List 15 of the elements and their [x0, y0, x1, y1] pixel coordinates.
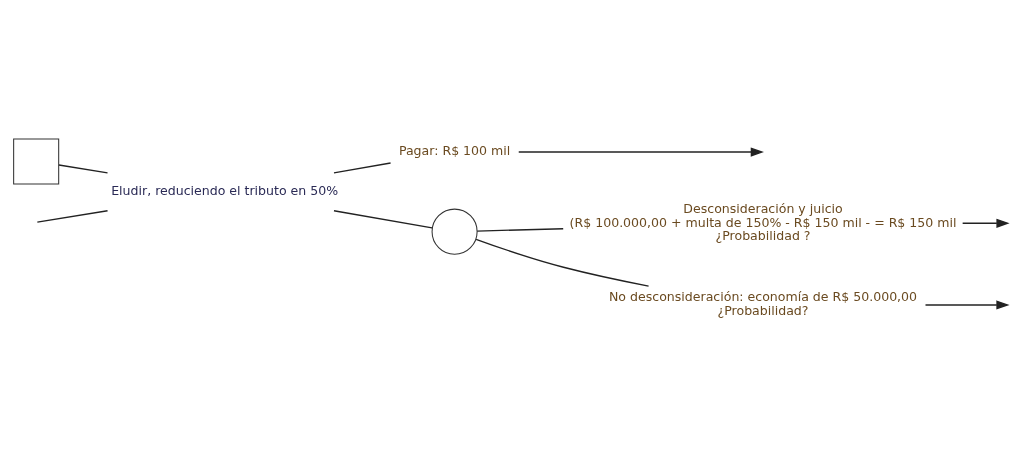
node-circle [431, 208, 478, 255]
connector [476, 228, 564, 232]
arrow [924, 300, 1010, 310]
connector [57, 164, 108, 174]
arrow [961, 218, 1010, 228]
arrow [517, 147, 764, 157]
connector [332, 162, 391, 174]
node-text: Pagar: R$ 100 mil [398, 143, 510, 159]
node-text: No desconsideración: economía de R$ 50.000,00 ¿Probabilidad? [608, 289, 917, 319]
node-box [12, 138, 59, 185]
connector [36, 210, 108, 223]
connector [474, 238, 649, 287]
node-text: Eludir, reduciendo el tributo en 50% [110, 183, 338, 199]
connector [332, 210, 433, 229]
node-text: Desconsideración y juicio (R$ 100.000,00 + multa de 150% - R$ 150 mil - = R$ 150 mil ¿Probabilidad ? [569, 200, 956, 244]
